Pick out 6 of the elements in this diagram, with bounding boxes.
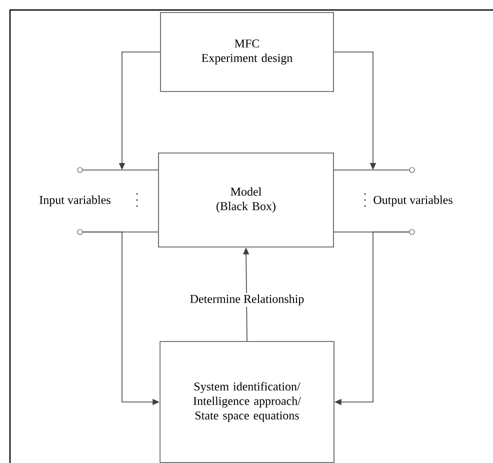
process-box: Model (Black Box) (158, 152, 334, 248)
process-box: MFC Experiment design (160, 12, 334, 92)
process-box: System identification/ Intelligence approach/ State space equations (160, 341, 334, 463)
edge-label: Determine Relationship (188, 293, 306, 307)
variable-label: Output variables (374, 196, 452, 206)
variable-label: Input variables (40, 196, 110, 206)
